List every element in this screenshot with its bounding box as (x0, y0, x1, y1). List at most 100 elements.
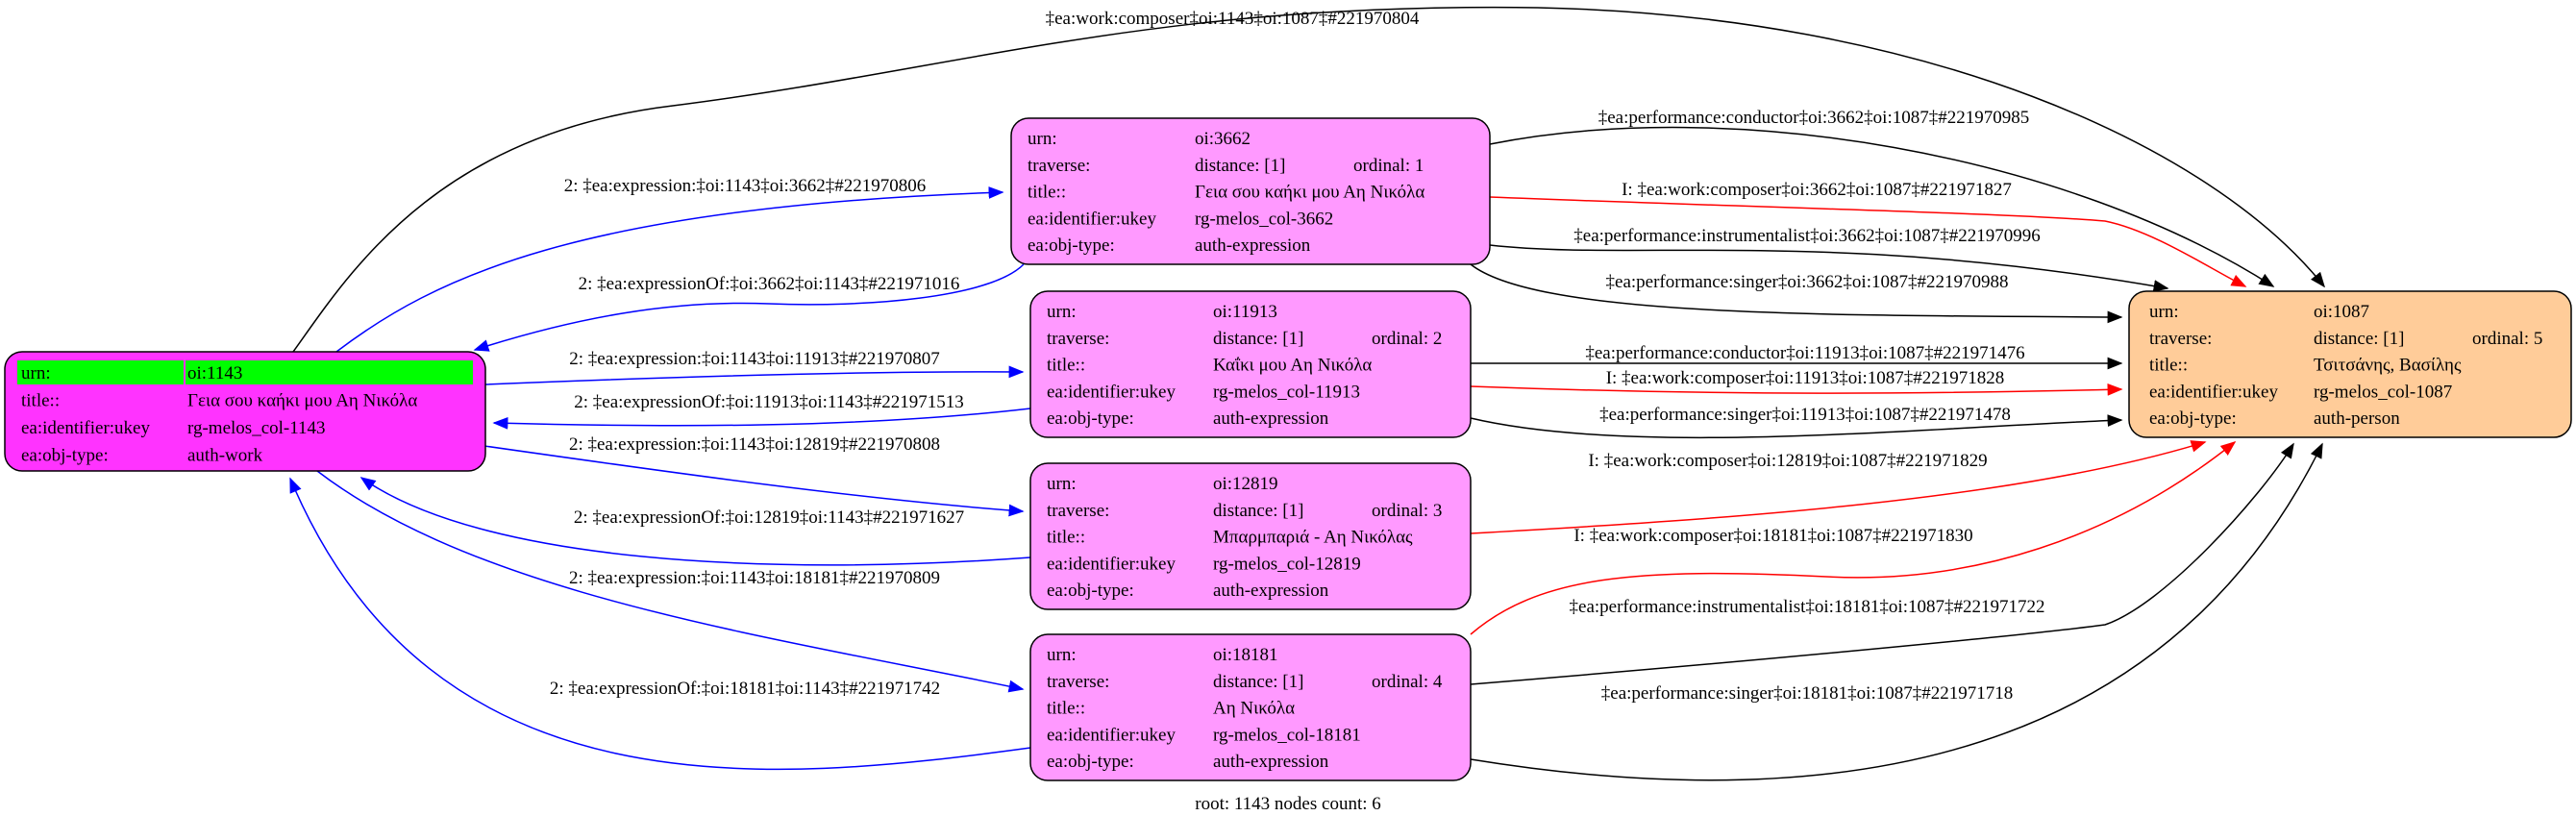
row-extra: ordinal: 5 (2472, 329, 2542, 349)
row-value: oi:11913 (1213, 302, 1277, 322)
row-value: rg-melos_col-3662 (1195, 209, 1333, 229)
row-extra: ordinal: 4 (1372, 672, 1443, 692)
row-label: ea:identifier:ukey (1047, 554, 1176, 574)
edge-label: ‡ea:performance:conductor‡oi:3662‡oi:108… (1598, 108, 2030, 128)
row-value: auth-expression (1213, 752, 1329, 772)
row-value: oi:3662 (1195, 129, 1251, 149)
edge: ‡ea:performance:conductor‡oi:3662‡oi:108… (1489, 108, 2275, 287)
edge: 2: ‡ea:expression:‡oi:1143‡oi:11913‡#221… (484, 349, 1025, 385)
edge-line (1489, 196, 2247, 287)
row-value: auth-person (2314, 408, 2400, 429)
edge-label: 2: ‡ea:expressionOf:‡oi:11913‡oi:1143‡#2… (574, 392, 963, 412)
edge: 2: ‡ea:expressionOf:‡oi:18181‡oi:1143‡#2… (289, 477, 1031, 771)
row-value: oi:1087 (2314, 302, 2369, 322)
edge: ‡ea:performance:conductor‡oi:11913‡oi:10… (1471, 343, 2123, 370)
edge-line (470, 443, 1025, 517)
row-label: ea:identifier:ukey (1028, 209, 1156, 229)
edge-label: I: ‡ea:work:composer‡oi:3662‡oi:1087‡#22… (1622, 180, 2012, 200)
edge-line (1489, 126, 2275, 287)
node-box (1029, 290, 1472, 438)
edge-label: ‡ea:performance:conductor‡oi:11913‡oi:10… (1585, 343, 2024, 363)
row-value: distance: [1] (1195, 156, 1285, 176)
edge-label: ‡ea:work:composer‡oi:1143‡oi:1087‡#22197… (1046, 9, 1420, 29)
row-label: ea:obj-type: (1047, 581, 1134, 601)
edge: 2: ‡ea:expression:‡oi:1143‡oi:12819‡#221… (470, 434, 1025, 517)
edge-line (335, 186, 1004, 353)
row-value: distance: [1] (1213, 329, 1303, 349)
row-label: traverse: (1028, 156, 1090, 176)
row-extra: ordinal: 3 (1372, 501, 1442, 521)
row-value: distance: [1] (2314, 329, 2404, 349)
edge-label: 2: ‡ea:expressionOf:‡oi:3662‡oi:1143‡#22… (579, 274, 960, 294)
row-label: ea:identifier:ukey (2149, 382, 2278, 402)
edge-label: I: ‡ea:work:composer‡oi:12819‡oi:1087‡#2… (1588, 451, 1987, 471)
edge-label: ‡ea:performance:singer‡oi:11913‡oi:1087‡… (1599, 405, 2011, 425)
node-box (2128, 290, 2572, 438)
row-label: ea:obj-type: (1028, 235, 1115, 256)
edge-label: ‡ea:performance:singer‡oi:3662‡oi:1087‡#… (1606, 272, 2009, 292)
row-value: Καΐκι μου Αη Νικόλα (1213, 356, 1372, 376)
edge-line (292, 6, 2325, 353)
highlight-cell (186, 360, 473, 384)
row-label: traverse: (2149, 329, 2212, 349)
row-label: title:: (1047, 528, 1085, 548)
row-label: urn: (1028, 129, 1057, 149)
row-label: ea:identifier:ukey (1047, 382, 1176, 402)
row-value: Τσιτσάνης, Βασίλης (2314, 356, 2462, 376)
row-value: auth-expression (1195, 235, 1311, 256)
edge-label: 2: ‡ea:expression:‡oi:1143‡oi:18181‡#221… (569, 568, 940, 588)
edge-line (1470, 441, 2237, 635)
edge: ‡ea:performance:instrumentalist‡oi:18181… (1470, 442, 2294, 685)
edge: I: ‡ea:work:composer‡oi:18181‡oi:1087‡#2… (1470, 441, 2237, 635)
edge-label: 2: ‡ea:expression:‡oi:1143‡oi:3662‡#2219… (564, 176, 927, 196)
edge-line (1470, 442, 2323, 781)
row-label: ea:obj-type: (2149, 408, 2237, 429)
edge: ‡ea:performance:singer‡oi:3662‡oi:1087‡#… (1470, 263, 2123, 324)
row-value: Μπαρμπαριά - Αη Νικόλας (1213, 528, 1413, 548)
row-label: traverse: (1047, 329, 1109, 349)
row-label: urn: (1047, 302, 1077, 322)
row-label: title:: (21, 391, 60, 411)
row-label: ea:identifier:ukey (1047, 725, 1176, 745)
row-label: urn: (1047, 645, 1077, 665)
row-label: ea:obj-type: (1047, 408, 1134, 429)
row-label: traverse: (1047, 501, 1109, 521)
row-value: auth-work (187, 446, 263, 466)
node-box (1029, 633, 1472, 781)
edge-line (1470, 263, 2123, 324)
edge-label: I: ‡ea:work:composer‡oi:18181‡oi:1087‡#2… (1573, 526, 1972, 546)
node-oi-18181[interactable]: urn: oi:18181 traverse: distance: [1] ordina… (1029, 633, 1472, 781)
row-label: title:: (1028, 183, 1066, 203)
row-value: rg-melos_col-12819 (1213, 554, 1361, 574)
highlight-cell (17, 360, 184, 384)
node-box (1029, 462, 1472, 610)
row-label: ea:identifier:ukey (21, 418, 150, 438)
node-box (1010, 117, 1491, 265)
row-value: Αη Νικόλα (1213, 699, 1295, 719)
row-label: title:: (1047, 356, 1085, 376)
row-label: title:: (2149, 356, 2188, 376)
edge: I: ‡ea:work:composer‡oi:11913‡oi:1087‡#2… (1470, 368, 2123, 396)
edge: 2: ‡ea:expression:‡oi:1143‡oi:18181‡#221… (316, 470, 1025, 693)
row-value: distance: [1] (1213, 672, 1303, 692)
edge-label: I: ‡ea:work:composer‡oi:11913‡oi:1087‡#2… (1606, 368, 2005, 388)
edge-line (1489, 244, 2169, 292)
row-value: oi:12819 (1213, 474, 1278, 494)
edge-line (289, 477, 1031, 771)
edge: 2: ‡ea:expressionOf:‡oi:12819‡oi:1143‡#2… (359, 477, 1031, 566)
graph-footer: root: 1143 nodes count: 6 (1195, 794, 1381, 814)
edge: I: ‡ea:work:composer‡oi:3662‡oi:1087‡#22… (1489, 180, 2247, 287)
edges-layer: ‡ea:work:composer‡oi:1143‡oi:1087‡#22197… (289, 6, 2325, 781)
edge-label: 2: ‡ea:expressionOf:‡oi:12819‡oi:1143‡#2… (574, 507, 964, 528)
row-value: rg-melos_col-11913 (1213, 382, 1360, 402)
row-label: traverse: (1047, 672, 1109, 692)
edge-line (316, 470, 1025, 693)
row-value: oi:18181 (1213, 645, 1278, 665)
row-value: oi:1143 (187, 363, 242, 383)
